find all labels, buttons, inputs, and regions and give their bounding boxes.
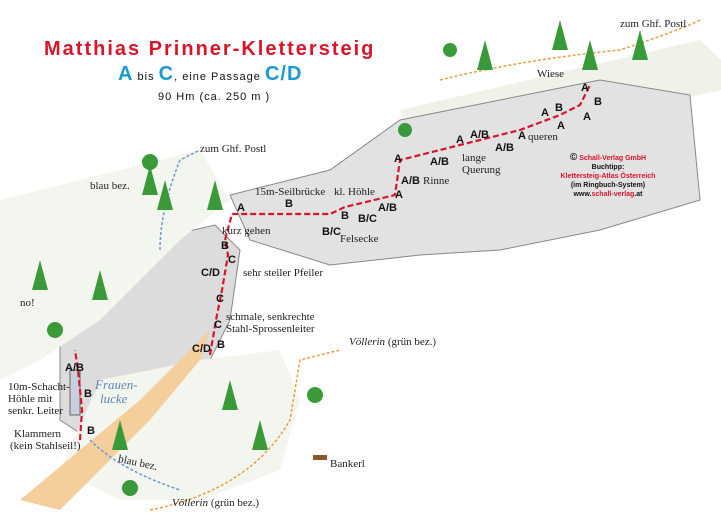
trail-blau-lower: [89, 439, 181, 491]
label-leiter-2: Stahl-Sprossenleiter: [226, 323, 315, 335]
grade-from: A: [118, 63, 134, 85]
grade-mark: B/C: [322, 226, 341, 238]
grade-mark: A: [237, 202, 245, 214]
label-schacht-3: senkr. Leiter: [8, 405, 63, 417]
grade-mark: A: [557, 120, 565, 132]
grade-to: C: [158, 63, 175, 85]
grade-range: A bis C, eine Passage C/D: [118, 63, 302, 86]
grade-mark: A/B: [378, 202, 397, 214]
grade-mark: B: [217, 339, 225, 351]
label-lucke: lucke: [100, 391, 128, 406]
book-title: Klettersteig-Atlas Österreich: [560, 173, 656, 180]
label-ghf-postl-left: zum Ghf. Postl: [200, 143, 267, 155]
credit-box: © Schall-Verlag GmbH Buchtipp: Kletterst…: [548, 153, 668, 199]
grade-mark: B: [87, 425, 95, 437]
label-blau-bez-top: blau bez.: [90, 180, 130, 192]
trees: [32, 20, 648, 496]
passage-text: , eine Passage: [174, 71, 261, 83]
grade-mark: B/C: [358, 213, 377, 225]
grade-mark: B: [285, 198, 293, 210]
rock-ridge: [229, 79, 701, 266]
grade-mark: C: [228, 254, 236, 266]
label-voellerin-right: Völlerin (grün bez.): [349, 336, 437, 348]
grade-mark: B: [594, 96, 602, 108]
grade-mark: A: [541, 107, 549, 119]
grade-mark: B: [84, 388, 92, 400]
scree-band: [20, 330, 210, 510]
label-schacht-1: 10m-Schacht-: [8, 381, 70, 393]
publisher: Schall-Verlag GmbH: [579, 155, 647, 162]
label-klammern-2: (kein Stahlseil!): [10, 440, 81, 452]
label-querung: Querung: [462, 164, 501, 176]
grade-mark: A/B: [65, 362, 84, 374]
grade-mark: A/B: [495, 142, 514, 154]
grade-mark: A: [456, 134, 464, 146]
label-schacht-2: Höhle mit: [8, 393, 53, 405]
publisher-url[interactable]: www.schall-verlag.at: [573, 191, 643, 198]
route-line: [73, 84, 591, 441]
label-kl-hoehle: kl. Höhle: [334, 186, 375, 198]
route-stats: 90 Hm (ca. 250 m ): [158, 91, 271, 103]
grade-word: bis: [137, 71, 155, 83]
label-queren: queren: [528, 131, 558, 143]
label-kurz-gehen: kurz gehen: [222, 225, 271, 237]
label-lange: lange: [462, 152, 486, 164]
label-bankerl: Bankerl: [330, 458, 365, 470]
label-no: no!: [20, 297, 35, 309]
grade-mark: A: [583, 111, 591, 123]
grade-mark: A: [581, 82, 589, 94]
grade-mark: C: [216, 293, 224, 305]
grade-mark: C/D: [192, 343, 211, 355]
label-klammern-1: Klammern: [14, 428, 62, 440]
label-wiese: Wiese: [537, 68, 565, 80]
label-seilbruecke: 15m-Seilbrücke: [255, 186, 326, 198]
tip-label: Buchtipp:: [591, 164, 625, 171]
grade-mark: A: [394, 153, 402, 165]
trail-ghf-postl-top: [439, 19, 701, 81]
grade-mark: C: [214, 319, 222, 331]
book-note: (im Ringbuch-System): [570, 182, 646, 189]
grade-mark: A: [518, 130, 526, 142]
label-voellerin-bottom: Völlerin (grün bez.): [172, 497, 260, 509]
label-rinne: Rinne: [423, 175, 450, 187]
grade-mark: B: [221, 240, 229, 252]
bench-icon: [313, 455, 327, 460]
grade-mark: A/B: [430, 156, 449, 168]
label-pfeiler: sehr steiler Pfeiler: [243, 267, 324, 279]
page-title: Matthias Prinner-Klettersteig: [44, 38, 376, 60]
label-felsecke: Felsecke: [340, 233, 379, 245]
grade-mark: B: [555, 102, 563, 114]
trail-voellerin: [149, 349, 341, 511]
label-leiter-1: schmale, senkrechte: [226, 311, 315, 323]
grade-mark: A/B: [401, 175, 420, 187]
grade-mark: B: [341, 210, 349, 222]
passage-grade: C/D: [264, 63, 303, 85]
grade-mark: A/B: [470, 129, 489, 141]
grade-mark: A: [395, 189, 403, 201]
copyright-icon: ©: [569, 152, 578, 163]
grade-mark: C/D: [201, 267, 220, 279]
label-frauen: Frauen-: [95, 377, 138, 392]
label-ghf-postl-top: zum Ghf. Postl: [620, 18, 687, 30]
